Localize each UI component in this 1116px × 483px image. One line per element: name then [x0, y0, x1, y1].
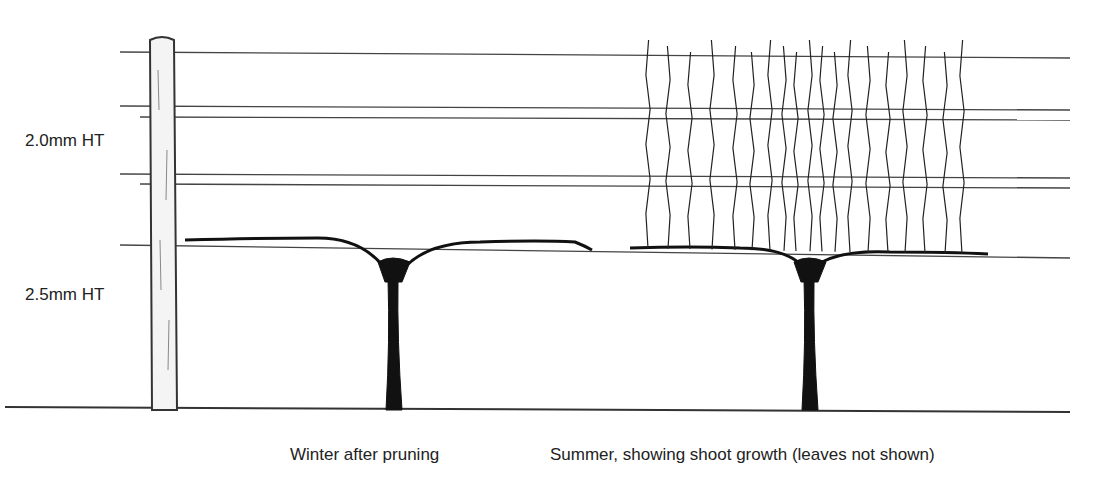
winter-vine	[185, 238, 592, 410]
caption-label: Summer, showing shoot growth (leaves not…	[550, 445, 935, 465]
summer-vine	[630, 247, 988, 410]
wire-gauge-label: 2.0mm HT	[25, 131, 104, 151]
end-post	[150, 37, 177, 410]
trellis-wires	[120, 52, 1070, 258]
summer-shoots	[646, 40, 964, 254]
wire-gauge-label: 2.5mm HT	[25, 285, 104, 305]
caption-label: Winter after pruning	[290, 445, 439, 465]
